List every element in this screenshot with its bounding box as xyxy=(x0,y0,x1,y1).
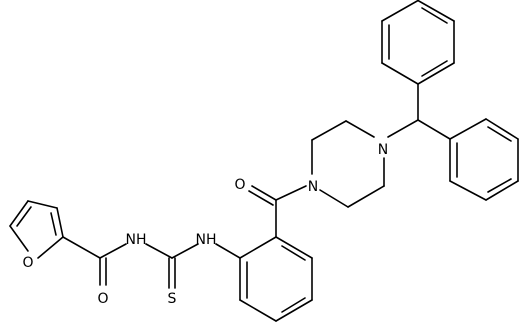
bond xyxy=(449,180,487,201)
thione-sulfur-label: S xyxy=(168,291,177,307)
bond xyxy=(99,243,127,259)
bond xyxy=(487,126,512,142)
bond xyxy=(37,236,64,259)
phenyl-ring-upper xyxy=(381,0,455,85)
bond xyxy=(16,206,32,227)
bond xyxy=(239,299,277,322)
bond xyxy=(387,119,419,138)
bond xyxy=(449,118,487,140)
bond xyxy=(421,60,448,77)
furan-oxygen-label: O xyxy=(22,255,33,271)
bond xyxy=(145,243,173,259)
bond xyxy=(311,120,347,141)
bond xyxy=(345,120,375,138)
furan-ring xyxy=(9,200,64,259)
bond xyxy=(485,180,519,201)
bond xyxy=(9,225,29,252)
piperazine-ring xyxy=(311,120,385,208)
bond xyxy=(27,200,58,209)
bond xyxy=(171,243,199,259)
bond xyxy=(281,297,306,313)
bond xyxy=(275,236,313,259)
phenyl-ring-lower xyxy=(449,118,519,201)
bond xyxy=(275,185,307,201)
bond xyxy=(281,245,306,261)
bond xyxy=(62,236,101,259)
bond xyxy=(275,299,313,322)
thiourea-nh-label: NH xyxy=(196,232,217,248)
bond xyxy=(381,0,419,22)
bond xyxy=(215,243,241,259)
amide-oxygen-label: O xyxy=(97,291,108,307)
bond xyxy=(319,189,349,208)
piperazine-n4-label: N xyxy=(378,142,388,158)
bond xyxy=(56,207,64,238)
bond xyxy=(485,118,519,140)
bond xyxy=(381,62,419,85)
benzene-ring-central xyxy=(239,236,313,322)
ketone-oxygen-label: O xyxy=(234,177,245,193)
bond xyxy=(248,190,274,206)
bond xyxy=(251,185,277,201)
bond xyxy=(417,0,455,22)
bond xyxy=(347,185,385,208)
bond xyxy=(50,212,57,236)
bond xyxy=(417,119,451,140)
piperazine-n1-label: N xyxy=(308,179,318,195)
bond xyxy=(239,236,277,259)
bond xyxy=(9,200,29,227)
bond xyxy=(417,62,455,85)
bond xyxy=(421,7,448,24)
bond xyxy=(487,178,512,193)
amide-nh-label: NH xyxy=(126,232,147,248)
